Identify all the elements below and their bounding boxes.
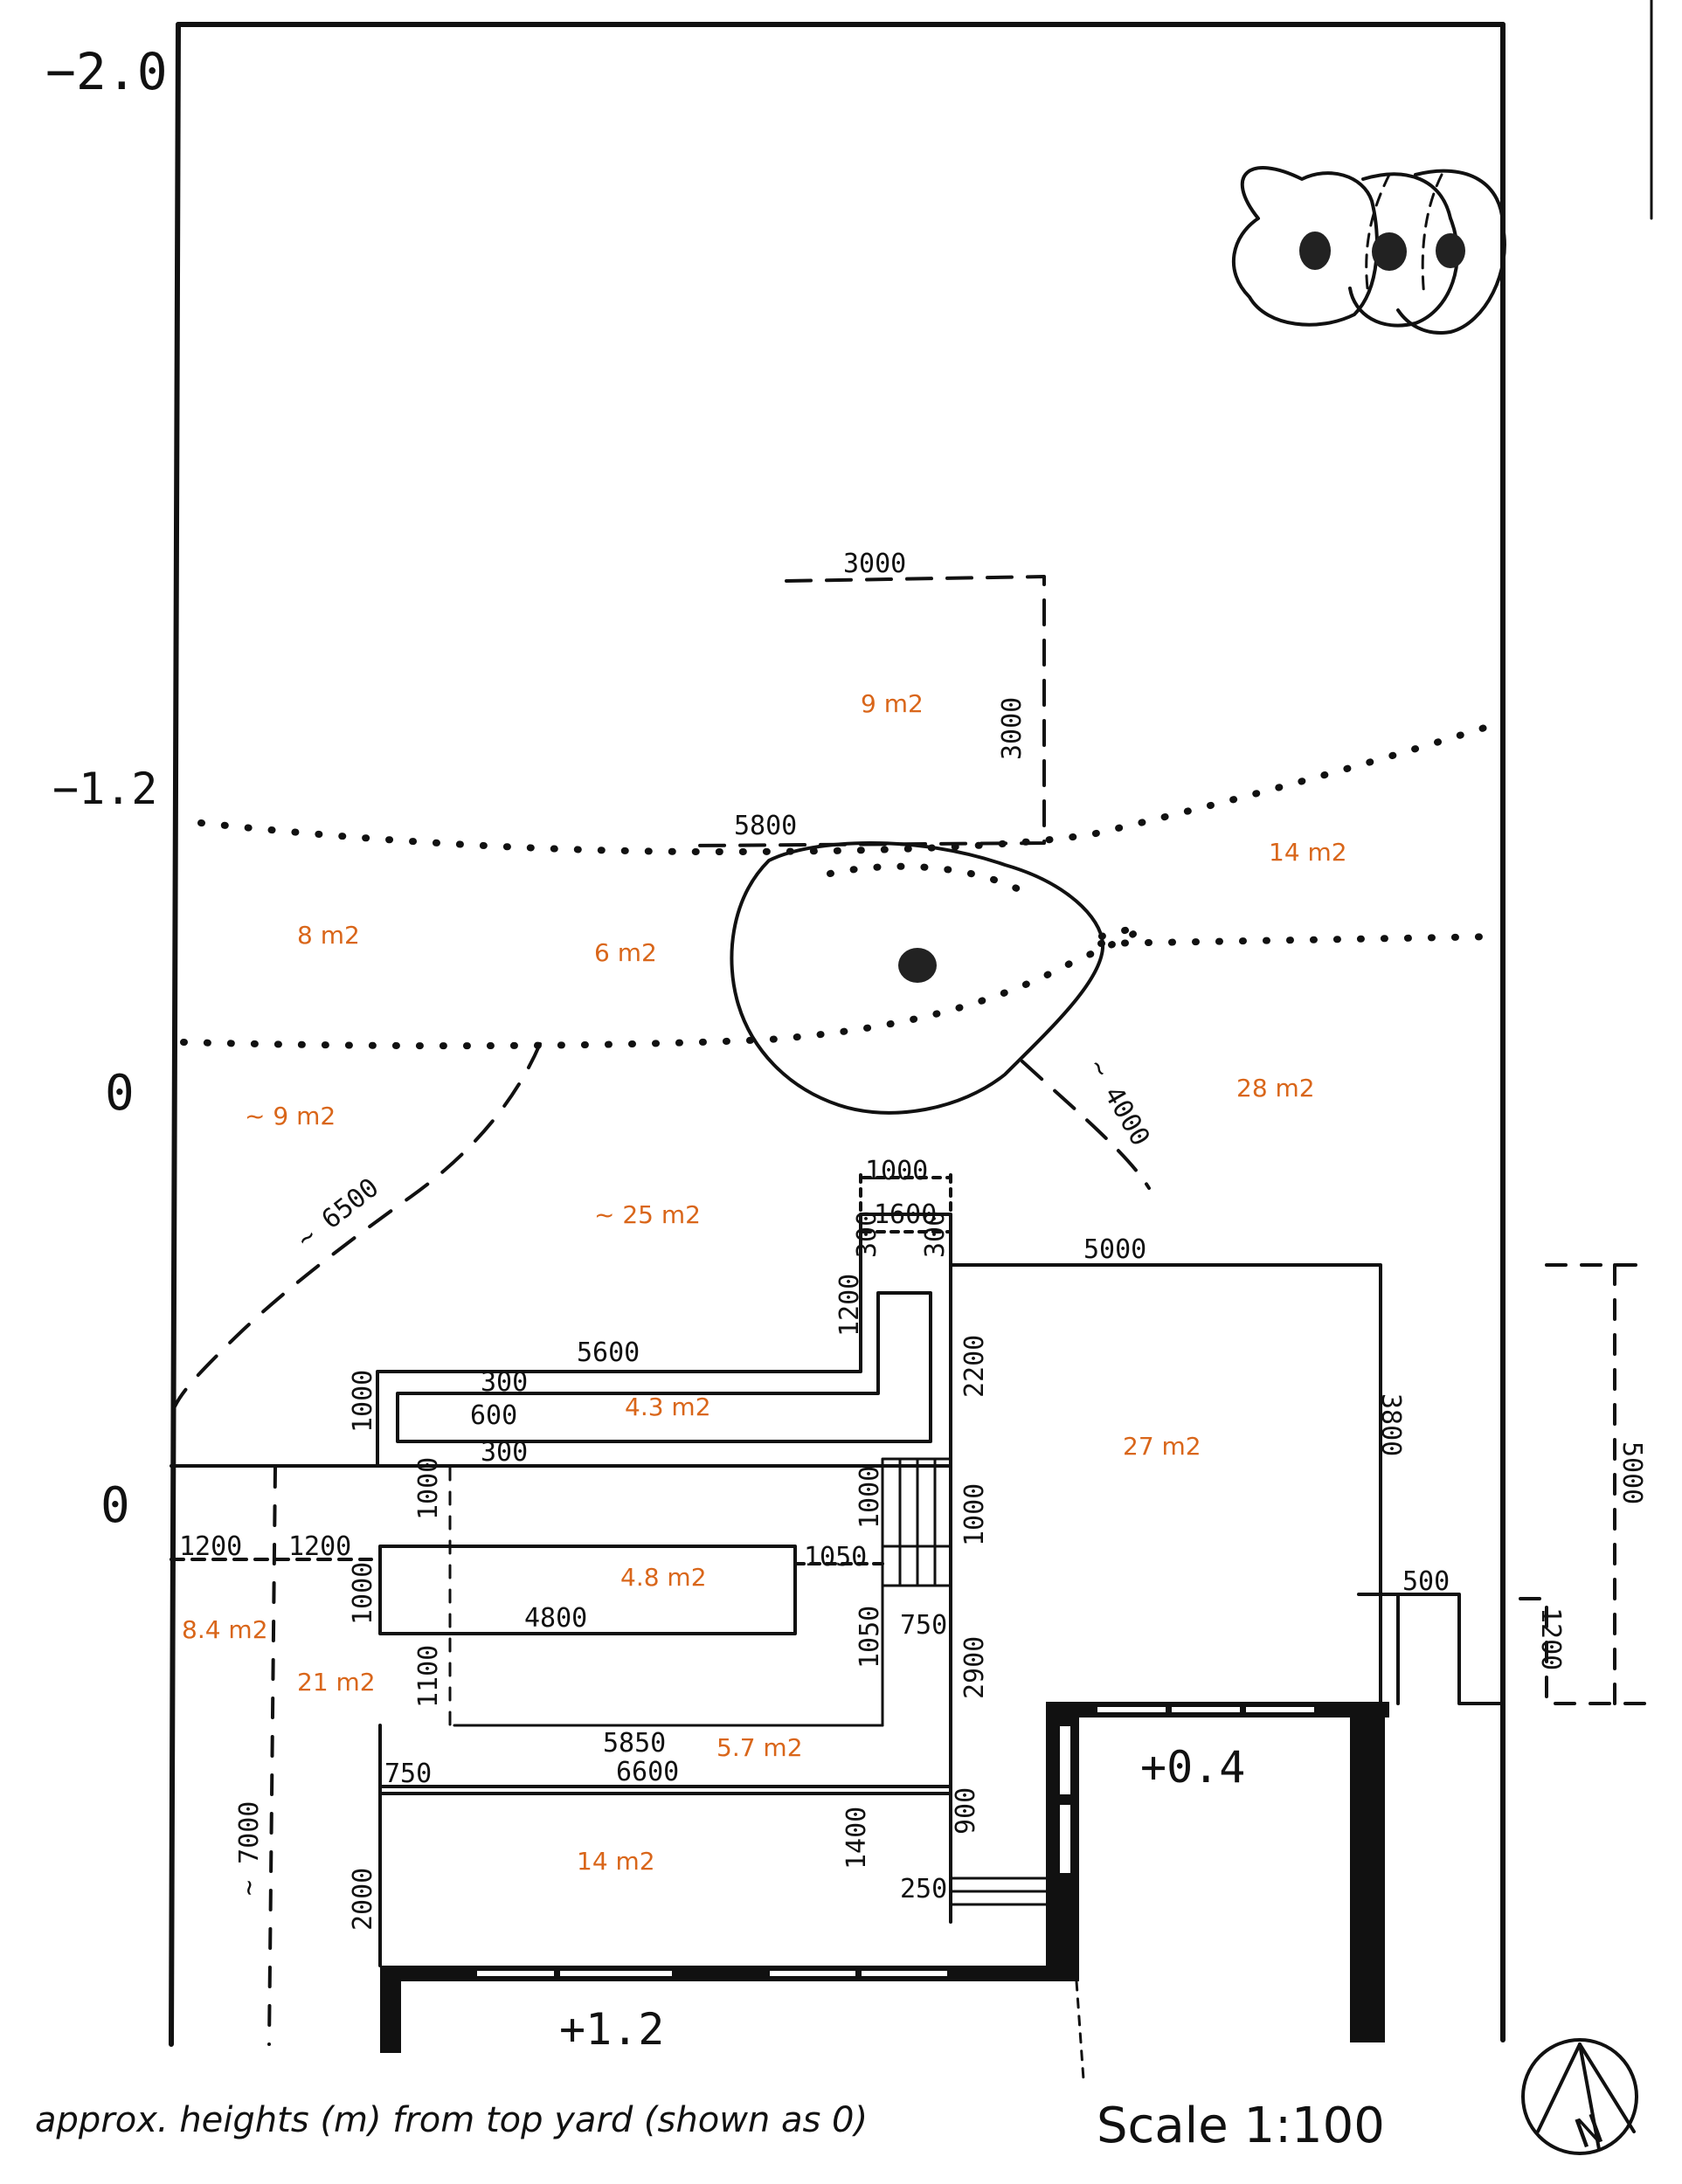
dim-300-c: 300 <box>481 1367 528 1398</box>
dim-750-b: 750 <box>384 1759 432 1789</box>
level-right-house: +0.4 <box>1140 1742 1245 1793</box>
left-garden-dashed-line <box>267 1466 277 2046</box>
dim-900: 900 <box>951 1787 981 1835</box>
steps <box>453 1457 952 1727</box>
dim-1000-top: 1000 <box>865 1156 928 1186</box>
level-yard-mid: 0 <box>105 1065 135 1122</box>
heights-caption: approx. heights (m) from top yard (shown… <box>35 2100 868 2140</box>
dim-3800: 3800 <box>1375 1393 1406 1456</box>
contour-lines <box>180 720 1502 1050</box>
tree-cluster-icon <box>1232 166 1506 335</box>
scale-label: Scale 1:100 <box>1097 2098 1385 2154</box>
area-left-garden: 21 m2 <box>297 1668 376 1697</box>
dim-4000: ~ 4000 <box>1082 1054 1155 1151</box>
level-yard-low: 0 <box>100 1477 130 1534</box>
planter-mid <box>170 1545 884 1635</box>
dim-300-d: 300 <box>481 1437 528 1468</box>
area-left-band: 8 m2 <box>297 921 360 950</box>
dim-2000: 2000 <box>348 1868 378 1931</box>
dim-1000-l: 1000 <box>348 1370 378 1433</box>
dim-1050-a: 1050 <box>804 1542 867 1572</box>
neighbour-dashed-boundary <box>1519 1263 1653 1705</box>
dim-1200-v: 1200 <box>834 1274 865 1337</box>
house-right-outline <box>949 1263 1505 1924</box>
house-bottom-outline <box>380 1702 1389 2081</box>
dim-1000-steps: 1000 <box>855 1466 885 1529</box>
dim-7000: ~ 7000 <box>234 1801 265 1896</box>
north-arrow-icon: N <box>1521 2038 1638 2158</box>
planter-top <box>376 1173 952 1468</box>
dim-750-a: 750 <box>900 1610 947 1641</box>
area-center-lawn: ~ 25 m2 <box>594 1200 701 1229</box>
dim-5000-top: 5000 <box>1083 1234 1146 1265</box>
area-left-strip: 8.4 m2 <box>182 1615 268 1644</box>
area-upper-right: 14 m2 <box>1269 838 1347 867</box>
dim-1200-b: 1200 <box>288 1531 351 1562</box>
area-planter-top: 4.3 m2 <box>625 1393 711 1421</box>
area-planter-low: 5.7 m2 <box>716 1733 803 1762</box>
dim-1000-mid: 1000 <box>413 1457 444 1520</box>
dim-3000-side: 3000 <box>997 697 1028 760</box>
area-house-right: 27 m2 <box>1123 1432 1201 1461</box>
dim-3000-top: 3000 <box>843 549 906 579</box>
area-left-small: ~ 9 m2 <box>245 1102 336 1130</box>
dim-300-b: 300 <box>920 1211 951 1258</box>
level-upper: −1.2 <box>52 764 157 814</box>
dim-2200: 2200 <box>959 1335 990 1398</box>
dim-250: 250 <box>900 1874 947 1904</box>
north-label: N <box>1569 2105 1609 2157</box>
dim-4800: 4800 <box>524 1603 587 1634</box>
dim-1000-p: 1000 <box>348 1562 378 1625</box>
dim-1000-r: 1000 <box>959 1483 990 1546</box>
area-right-large: 28 m2 <box>1236 1074 1315 1102</box>
dim-5800: 5800 <box>734 811 797 841</box>
feature-tree-icon <box>730 841 1151 1190</box>
level-bottom-house: +1.2 <box>559 2004 664 2055</box>
area-house-bottom: 14 m2 <box>577 1847 655 1876</box>
dashed-curve-boundary <box>173 1042 542 1408</box>
dim-1600: 1600 <box>874 1199 937 1230</box>
dim-1050-b: 1050 <box>855 1606 885 1669</box>
dim-500: 500 <box>1402 1566 1450 1597</box>
dim-600: 600 <box>470 1400 517 1431</box>
dim-5850: 5850 <box>603 1728 666 1759</box>
dim-6500: ~ 6500 <box>291 1172 384 1254</box>
dim-1100: 1100 <box>413 1645 444 1708</box>
dim-1400: 1400 <box>841 1807 872 1870</box>
planter-low <box>378 1724 952 1967</box>
level-top: −2.0 <box>45 42 168 101</box>
dim-1200-r: 1200 <box>1535 1607 1566 1670</box>
dim-300-a: 300 <box>852 1211 883 1258</box>
area-mid-band: 6 m2 <box>594 938 657 967</box>
dim-2900: 2900 <box>959 1636 990 1699</box>
dim-1200-a: 1200 <box>179 1531 242 1562</box>
area-upper-square: 9 m2 <box>861 689 924 718</box>
dim-6600: 6600 <box>616 1757 679 1787</box>
dim-5600: 5600 <box>577 1337 640 1368</box>
area-planter-mid: 4.8 m2 <box>620 1563 707 1592</box>
dim-5000-side: 5000 <box>1616 1441 1647 1504</box>
